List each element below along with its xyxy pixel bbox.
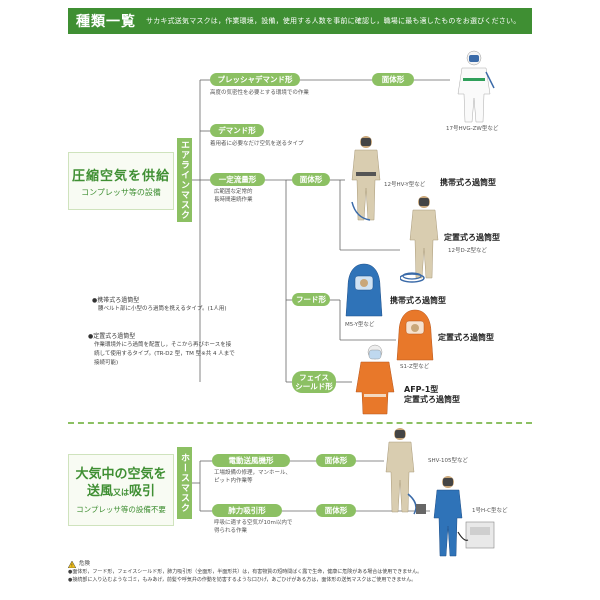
note-stationary-body-3: 接続可能) xyxy=(94,360,119,366)
type-s1z: 定置式ろ過筒型 xyxy=(438,333,494,342)
type-afp-2: 定置式ろ過筒型 xyxy=(404,395,460,404)
product-1h-c-figure xyxy=(433,476,495,557)
page-subtitle: サカキ式送気マスクは，作業環境，設備，使用する人数を事前に確認し，職場に最も適し… xyxy=(146,17,521,25)
desc-electric-1: 工場設備の修理，マンホール、 xyxy=(214,470,292,476)
caption-m5y: M5-Y型など xyxy=(345,322,375,328)
note-stationary-body-2: 続して使用するタイプ。(TR-D2 型，TM 型※共 4 人まで xyxy=(94,351,235,357)
branch-demand: デマンド形 xyxy=(210,124,264,137)
desc-constant-flow-1: 広範囲な定常的 xyxy=(214,189,253,195)
type-hvy: 携帯式ろ過筒型 xyxy=(440,178,496,187)
body-type-cf: 面体形 xyxy=(292,173,330,186)
desc-demand: 着用者に必要なだけ空気を送るタイプ xyxy=(210,141,304,147)
caption-shv105: SHV-105型など xyxy=(428,458,469,464)
product-m5-y-figure xyxy=(345,263,383,317)
desc-electric-2: ピット内作業等 xyxy=(214,478,253,484)
section-atmospheric-title-2: 送風又は吸引 xyxy=(87,483,155,501)
category-hose-mask: ホースマスク xyxy=(177,447,192,519)
section-atmospheric-title-1: 大気中の空気を xyxy=(75,466,167,482)
body-type-ls: 面体形 xyxy=(316,504,356,517)
branch-lung-suction: 肺力吸引形 xyxy=(212,504,282,517)
title-blow: 送風 xyxy=(86,483,113,499)
caption-17hvg: 17号HVG-ZW型など xyxy=(446,126,499,132)
note-stationary: ●定置式ろ過筒型 作業環境外にろ過筒を配置し，そこから再びホースを接 続して使用… xyxy=(88,332,235,368)
branch-hood: フード形 xyxy=(292,293,330,306)
product-afp-1-figure xyxy=(355,344,395,415)
section-compressed-title: 圧縮空気を供給 xyxy=(71,168,170,184)
product-shv-105-figure xyxy=(385,428,426,515)
section-atmospheric-subtitle: コンプレッサ等の設備不要 xyxy=(76,504,166,514)
section-atmospheric-air: 大気中の空気を 送風又は吸引 コンプレッサ等の設備不要 xyxy=(68,454,174,526)
branch-face-shield: フェイス シールド形 xyxy=(292,371,336,393)
type-dz: 定置式ろ過筒型 xyxy=(444,233,500,242)
face-shield-label-2: シールド形 xyxy=(295,382,333,391)
caption-1hc: 1号H-C型など xyxy=(472,508,508,514)
desc-constant-flow-2: 長時間連続作業 xyxy=(214,197,253,203)
desc-lung-1: 呼吸に適する空気が10m以内で xyxy=(214,520,293,526)
note-stationary-body-1: 作業環境外にろ過筒を配置し，そこから再びホースを接 xyxy=(94,342,232,348)
caption-12hvy: 12号HV-Y型など xyxy=(384,182,426,188)
product-12d-z-figure xyxy=(400,196,439,283)
caption-s1z: S1-Z型など xyxy=(400,364,430,370)
title-or: 又は xyxy=(113,487,129,497)
branch-constant-flow: 一定流量形 xyxy=(210,173,265,186)
product-12hv-y-figure xyxy=(351,136,381,221)
body-type-eb: 面体形 xyxy=(316,454,356,467)
section-divider xyxy=(68,422,532,424)
body-type-pd: 面体形 xyxy=(372,73,414,86)
warning-head: ! 危険 xyxy=(68,560,538,568)
section-compressed-air: 圧縮空気を供給 コンプレッサ等の設備 xyxy=(68,152,174,210)
section-compressed-subtitle: コンプレッサ等の設備 xyxy=(81,187,161,197)
desc-pressure-demand: 高度の気密性を必要とする環境での作業 xyxy=(210,90,309,96)
warning-line-2: ●接続部に入り込むようなゴミ，もみあげ，前髪や呼気弁の作動を妨害するような口ひげ… xyxy=(68,577,417,583)
product-s1-z-figure xyxy=(396,309,434,361)
note-portable-head: ●携帯式ろ過筒型 xyxy=(92,297,140,304)
category-airline-mask: エアラインマスク xyxy=(177,138,192,222)
page-header: 種類一覧 サカキ式送気マスクは，作業環境，設備，使用する人数を事前に確認し，職場… xyxy=(68,8,532,34)
type-m5y: 携帯式ろ過筒型 xyxy=(390,296,446,305)
branch-pressure-demand: プレッシャデマンド形 xyxy=(210,73,300,86)
warning-head-text: 危険 xyxy=(79,561,91,567)
warning-line-1: ●面体形，フード形，フェイスシールド形，肺力吸引形（全面形，半面形共）は，有害物… xyxy=(68,569,423,575)
page-title: 種類一覧 xyxy=(76,14,136,30)
face-shield-label-1: フェイス xyxy=(299,373,329,382)
warning-triangle-icon: ! xyxy=(68,560,76,568)
caption-12dz: 12号D-Z型など xyxy=(448,248,487,254)
title-suction: 吸引 xyxy=(129,483,156,499)
svg-text:!: ! xyxy=(71,563,73,568)
branch-electric-blower: 電動送風機形 xyxy=(212,454,290,467)
type-afp-1: AFP-1型 xyxy=(404,385,439,394)
note-portable: ●携帯式ろ過筒型 腰ベルト部に小型のろ過筒を携えるタイプ。(1人用) xyxy=(92,296,226,314)
note-stationary-head: ●定置式ろ過筒型 xyxy=(88,333,136,340)
note-portable-body: 腰ベルト部に小型のろ過筒を携えるタイプ。(1人用) xyxy=(98,306,227,312)
product-17hvg-zw-figure xyxy=(457,50,495,123)
warning-block: ! 危険 ●面体形，フード形，フェイスシールド形，肺力吸引形（全面形，半面形共）… xyxy=(68,560,538,584)
desc-lung-2: 得られる作業 xyxy=(214,528,248,534)
